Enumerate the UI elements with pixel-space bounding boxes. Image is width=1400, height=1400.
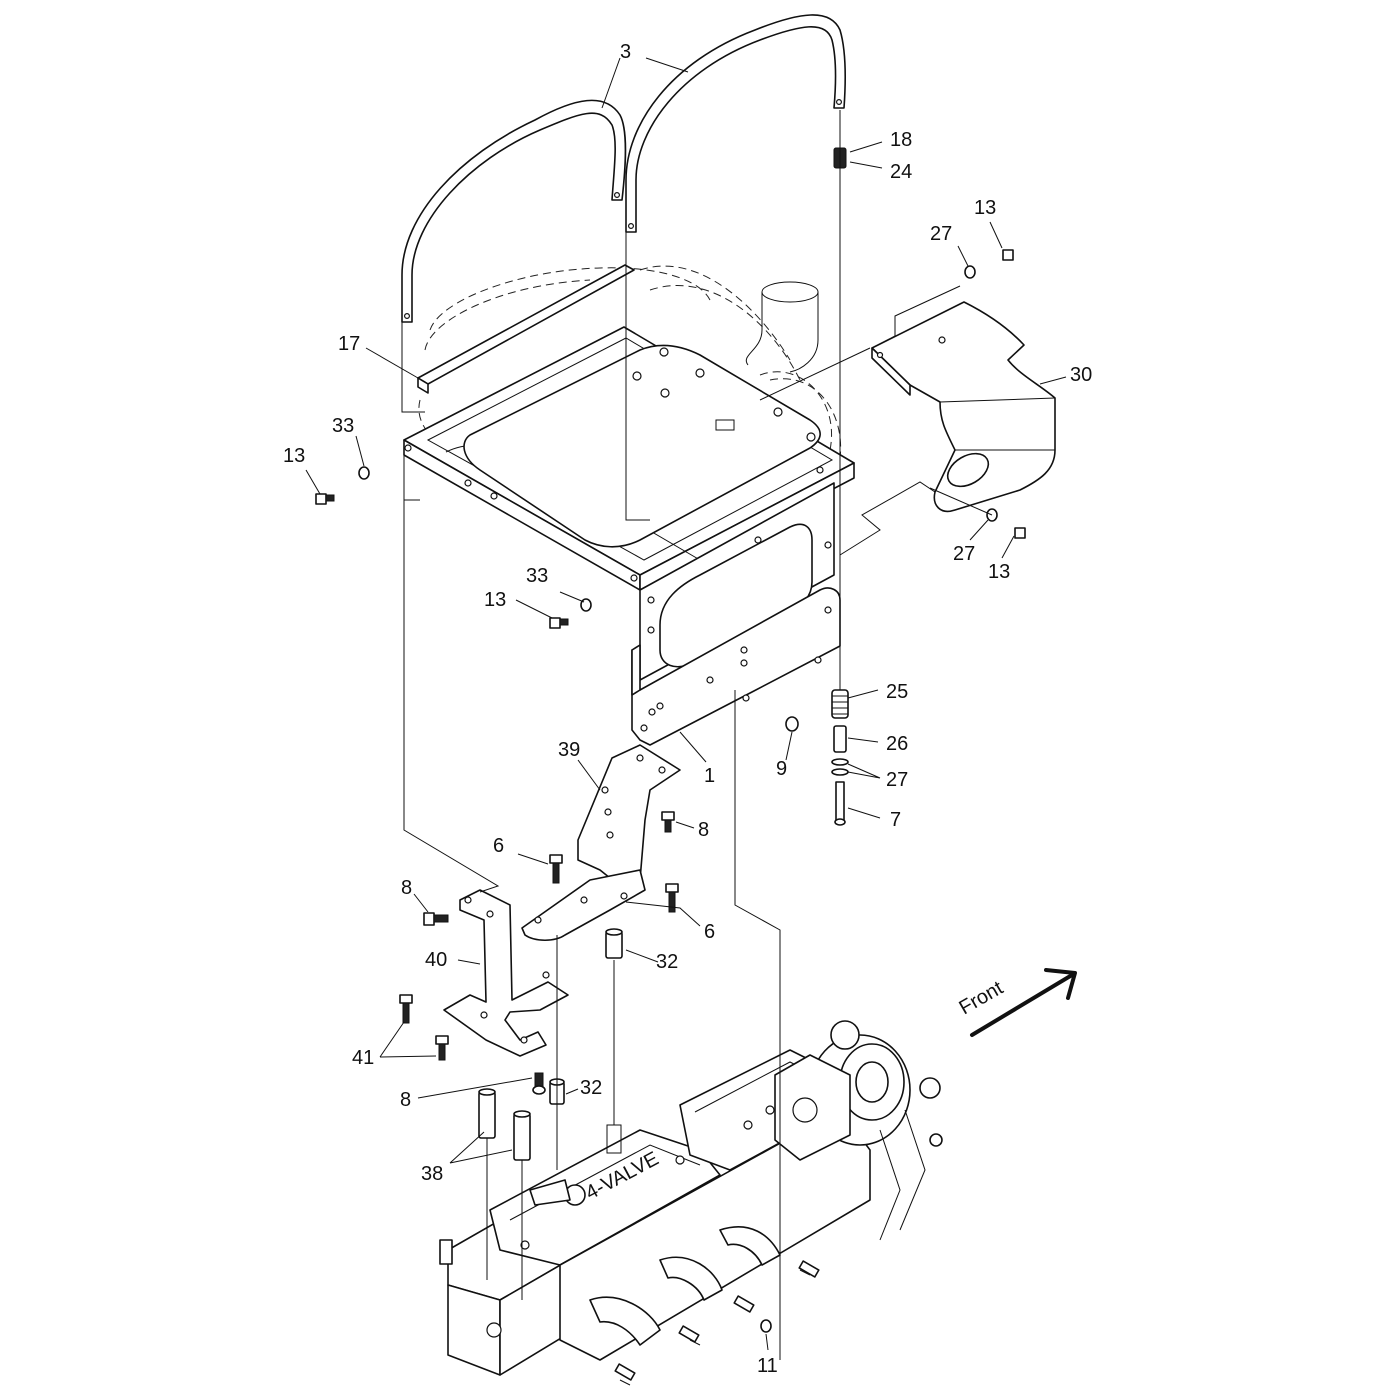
callout-labels: 3 17 33 13 33 13 18 24 27 13 30 27 13 25… (283, 41, 1092, 1377)
bolt-41-a (399, 994, 413, 1024)
callout-41: 41 (352, 1047, 374, 1069)
isolator-stack (831, 147, 849, 826)
callout-8-low: 8 (400, 1089, 411, 1111)
callout-8-side: 8 (401, 877, 412, 899)
callout-32-lower: 32 (580, 1077, 602, 1099)
engine-assembly: 4-VALVE (439, 1020, 943, 1386)
callout-25: 25 (886, 681, 908, 703)
bolt-41-b (435, 1035, 449, 1061)
callout-17: 17 (338, 333, 360, 355)
strap-part-3-front (625, 14, 846, 233)
callout-13-top: 13 (974, 197, 996, 219)
callout-6-lower: 6 (704, 921, 715, 943)
leader-lines (305, 57, 1067, 1360)
strap-part-3-rear (401, 99, 627, 323)
callout-33-upper: 33 (332, 415, 354, 437)
cover-part-30 (871, 301, 1056, 512)
callout-30: 30 (1070, 364, 1092, 386)
bracket-part-39 (521, 744, 681, 942)
callout-38: 38 (421, 1163, 443, 1185)
bolt-8-side (423, 912, 449, 926)
front-arrow-icon (970, 968, 1077, 1037)
front-label: Front (956, 977, 1008, 1020)
callout-39: 39 (558, 739, 580, 761)
callout-13-left: 13 (283, 445, 305, 467)
callout-33-lower: 33 (526, 565, 548, 587)
callout-27-top: 27 (930, 223, 952, 245)
strip-part-17 (417, 264, 635, 394)
callout-8-top: 8 (698, 819, 709, 841)
callout-27-stack: 27 (886, 769, 908, 791)
callout-9: 9 (776, 758, 787, 780)
front-direction-indicator: Front (956, 968, 1077, 1037)
callout-3: 3 (620, 41, 631, 63)
callout-7: 7 (890, 809, 901, 831)
bolt-6-upper (549, 854, 563, 884)
callout-13-right: 13 (988, 561, 1010, 583)
callout-1: 1 (704, 765, 715, 787)
bolt-6-lower (665, 883, 679, 913)
callout-40: 40 (425, 949, 447, 971)
spacer-38-b (513, 1110, 531, 1161)
callout-18: 18 (890, 129, 912, 151)
callout-32-upper: 32 (656, 951, 678, 973)
callout-6-upper: 6 (493, 835, 504, 857)
mounting-frame-part-1 (403, 326, 855, 746)
spacer-38-a (478, 1088, 496, 1139)
washers-and-screws (315, 249, 1026, 1333)
callout-11: 11 (757, 1355, 778, 1377)
callout-27-right: 27 (953, 543, 975, 565)
spacer-32-upper (605, 928, 623, 959)
callout-13-center: 13 (484, 589, 506, 611)
bracket-part-40 (443, 889, 569, 1057)
bolt-8-top (661, 811, 675, 833)
callout-24: 24 (890, 161, 912, 183)
bolt-8-low (532, 1072, 546, 1095)
callout-26: 26 (886, 733, 908, 755)
